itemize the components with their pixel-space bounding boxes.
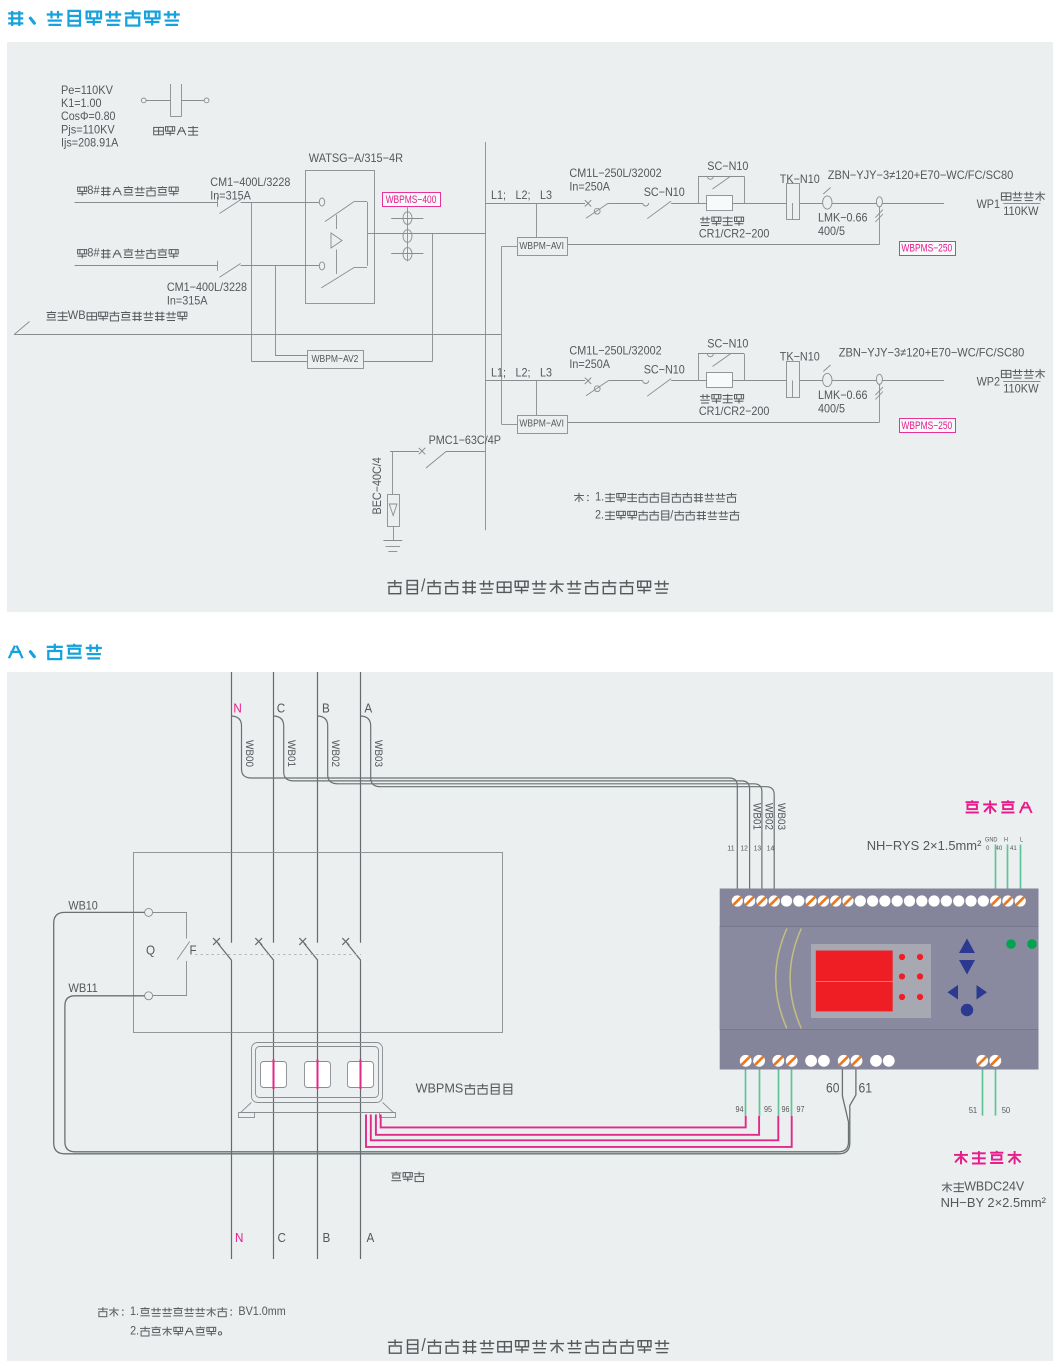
svg-text:L1;: L1; [491, 188, 506, 202]
svg-text:/: / [421, 575, 426, 595]
svg-text:L3: L3 [540, 366, 552, 380]
svg-text:ZBN−YJY−3≠120+E70−WC/FC/SC80: ZBN−YJY−3≠120+E70−WC/FC/SC80 [828, 168, 1014, 182]
svg-text:WB03: WB03 [372, 740, 384, 767]
svg-text:NH−BY 2×2.5mm²: NH−BY 2×2.5mm² [941, 1195, 1047, 1210]
svg-text:WB11: WB11 [68, 981, 98, 995]
svg-text:14: 14 [767, 843, 775, 852]
svg-text:0: 0 [986, 845, 990, 852]
svg-text:2.: 2. [130, 1323, 139, 1337]
svg-text:WBPM−AVI: WBPM−AVI [519, 417, 564, 429]
svg-text:PMC1−63C/4P: PMC1−63C/4P [429, 433, 501, 447]
svg-text:CM1L−250L/32002: CM1L−250L/32002 [569, 166, 661, 180]
svg-text:In=250A: In=250A [569, 357, 610, 371]
svg-text:C: C [278, 1230, 286, 1245]
svg-text:WBPM−AVI: WBPM−AVI [519, 240, 564, 252]
svg-text:Q: Q [146, 942, 155, 957]
svg-text:In=315A: In=315A [167, 294, 208, 308]
svg-text:WBPMS−250: WBPMS−250 [901, 243, 952, 255]
svg-text:CR1/CR2−200: CR1/CR2−200 [699, 227, 770, 241]
svg-text:110KW: 110KW [1003, 382, 1039, 396]
svg-text:51: 51 [969, 1105, 978, 1115]
svg-text:B: B [322, 700, 330, 715]
svg-text:LMK−0.66: LMK−0.66 [818, 388, 868, 402]
svg-text:WB10: WB10 [68, 899, 98, 913]
svg-text:CR1/CR2−200: CR1/CR2−200 [699, 404, 770, 418]
svg-text:K1=1.00: K1=1.00 [61, 96, 102, 110]
svg-text:8#: 8# [87, 183, 99, 197]
svg-text:WATSG−A/315−4R: WATSG−A/315−4R [309, 151, 403, 165]
svg-text:WP1: WP1 [977, 197, 1001, 211]
svg-text:WBPMS−400: WBPMS−400 [386, 194, 437, 206]
svg-text:L: L [1020, 836, 1024, 843]
svg-text:C: C [277, 700, 285, 715]
svg-text:/: / [421, 1335, 426, 1355]
svg-text:Pe=110KV: Pe=110KV [61, 83, 113, 97]
svg-text:SC−N10: SC−N10 [644, 185, 685, 199]
svg-text:WP2: WP2 [977, 375, 1001, 389]
svg-text:50: 50 [1002, 1105, 1011, 1115]
svg-text:CM1L−250L/32002: CM1L−250L/32002 [569, 344, 661, 358]
svg-text:LMK−0.66: LMK−0.66 [818, 211, 868, 225]
svg-text:N: N [235, 1230, 243, 1245]
svg-text:WB03: WB03 [775, 803, 787, 830]
svg-text:1.: 1. [595, 490, 604, 504]
svg-text:In=250A: In=250A [569, 180, 610, 194]
svg-text:1.: 1. [130, 1304, 139, 1318]
svg-text:SC−N10: SC−N10 [707, 159, 748, 173]
svg-text:96: 96 [782, 1105, 790, 1114]
svg-text:CM1−400L/3228: CM1−400L/3228 [167, 280, 247, 294]
svg-text:WB00: WB00 [243, 740, 255, 767]
svg-text:61: 61 [859, 1081, 873, 1096]
svg-text:8#: 8# [87, 246, 99, 260]
svg-text:L1;: L1; [491, 366, 506, 380]
svg-text:H: H [1004, 836, 1008, 843]
svg-text:Ijs=208.91A: Ijs=208.91A [61, 135, 118, 149]
svg-text:L3: L3 [540, 188, 552, 202]
svg-text:CM1−400L/3228: CM1−400L/3228 [210, 175, 290, 189]
svg-text:Pjs=110KV: Pjs=110KV [61, 122, 115, 136]
svg-text:NH−RYS 2×1.5mm²: NH−RYS 2×1.5mm² [867, 838, 982, 853]
svg-text:WB02: WB02 [763, 803, 775, 830]
svg-text:In=315A: In=315A [210, 189, 251, 203]
svg-text:95: 95 [764, 1105, 772, 1114]
svg-text:WBDC24V: WBDC24V [964, 1178, 1024, 1193]
svg-text:12: 12 [740, 843, 748, 852]
svg-text:110KW: 110KW [1003, 204, 1039, 218]
svg-text:TK−N10: TK−N10 [780, 349, 820, 363]
svg-text:400/5: 400/5 [818, 402, 845, 416]
svg-text:13: 13 [754, 843, 762, 852]
svg-text:A: A [367, 1230, 375, 1245]
svg-text:WB01: WB01 [750, 803, 762, 830]
svg-text:A: A [364, 700, 372, 715]
svg-text:41: 41 [1010, 845, 1017, 852]
svg-text:40: 40 [996, 845, 1003, 852]
svg-text:WBPM−AV2: WBPM−AV2 [312, 353, 359, 365]
svg-text:BV1.0mm: BV1.0mm [238, 1304, 285, 1318]
svg-text:/: / [670, 507, 674, 521]
svg-text:B: B [323, 1230, 331, 1245]
svg-text:400/5: 400/5 [818, 224, 845, 238]
svg-text:BEC−40C/4: BEC−40C/4 [370, 457, 384, 515]
svg-text:N: N [233, 700, 241, 715]
svg-text:WB: WB [68, 308, 86, 322]
svg-text:ZBN−YJY−3≠120+E70−WC/FC/SC80: ZBN−YJY−3≠120+E70−WC/FC/SC80 [839, 346, 1025, 360]
svg-text:WBPMS−250: WBPMS−250 [901, 420, 952, 432]
svg-text:WB02: WB02 [329, 740, 341, 767]
svg-text:GND: GND [985, 836, 998, 843]
svg-text:SC−N10: SC−N10 [644, 363, 685, 377]
svg-text:WBPMS: WBPMS [416, 1080, 464, 1095]
svg-text:TK−N10: TK−N10 [780, 172, 820, 186]
svg-text:CosΦ=0.80: CosΦ=0.80 [61, 109, 116, 123]
svg-text:F: F [190, 942, 197, 957]
svg-text:60: 60 [826, 1081, 840, 1096]
svg-text:94: 94 [736, 1105, 744, 1114]
svg-text:WB01: WB01 [285, 740, 297, 767]
svg-text:97: 97 [797, 1105, 805, 1114]
svg-text:SC−N10: SC−N10 [707, 337, 748, 351]
svg-text:11: 11 [727, 843, 735, 852]
svg-text:2.: 2. [595, 507, 604, 521]
svg-text:L2;: L2; [516, 188, 531, 202]
svg-text:L2;: L2; [516, 366, 531, 380]
